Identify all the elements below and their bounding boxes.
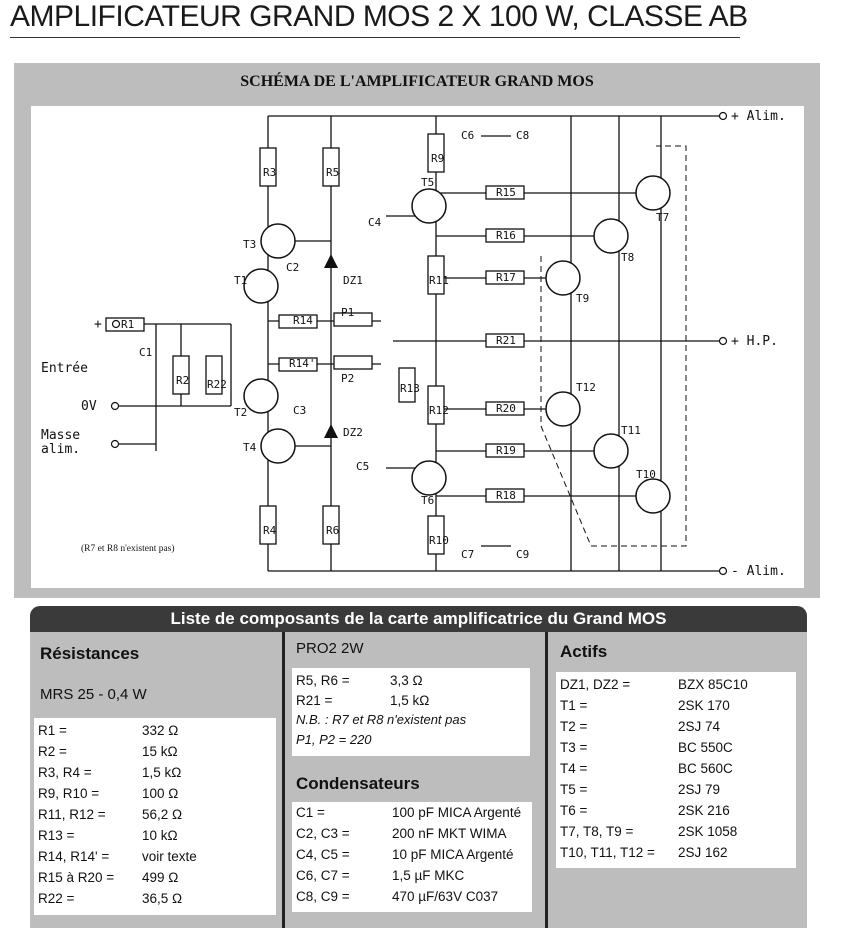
label-r14p: R14' bbox=[289, 357, 316, 370]
label-r11: R11 bbox=[429, 274, 449, 287]
label-p2: P2 bbox=[341, 372, 354, 385]
title-underline bbox=[10, 37, 740, 38]
label-r17: R17 bbox=[496, 271, 516, 284]
label-c5: C5 bbox=[356, 460, 369, 473]
label-r19: R19 bbox=[496, 444, 516, 457]
pro-heading: PRO2 2W bbox=[296, 640, 364, 657]
condensateurs-heading: Condensateurs bbox=[296, 774, 420, 793]
label-t3: T3 bbox=[243, 238, 256, 251]
label-t7: T7 bbox=[656, 211, 669, 224]
heatsink-outline bbox=[540, 145, 687, 547]
schematic-title: SCHÉMA DE L'AMPLIFICATEUR GRAND MOS bbox=[240, 73, 594, 90]
terminals bbox=[110, 111, 728, 576]
label-t8: T8 bbox=[621, 251, 634, 264]
label-r16: R16 bbox=[496, 229, 516, 242]
label-c1: C1 bbox=[139, 346, 152, 359]
label-r13: R13 bbox=[400, 382, 420, 395]
condensateurs-table: C1 =100 pF MICA Argenté C2, C3 =200 nF M… bbox=[292, 802, 532, 912]
label-entree: Entrée bbox=[41, 361, 88, 376]
label-r9: R9 bbox=[431, 152, 444, 165]
label-r20: R20 bbox=[496, 402, 516, 415]
column-divider-1 bbox=[282, 632, 285, 928]
label-r2: R2 bbox=[176, 374, 189, 387]
label-p1: P1 bbox=[341, 306, 354, 319]
label-r10: R10 bbox=[429, 534, 449, 547]
label-alim-minus: - Alim. bbox=[731, 564, 786, 579]
pro-table: R5, R6 =3,3 Ω R21 =1,5 kΩ N.B. : R7 et R… bbox=[292, 668, 530, 756]
page-title: AMPLIFICATEUR GRAND MOS 2 X 100 W, CLASS… bbox=[10, 0, 748, 33]
label-t6: T6 bbox=[421, 494, 434, 507]
resistances-table: R1 =332 Ω R2 =15 kΩ R3, R4 =1,5 kΩ R9, R… bbox=[34, 718, 276, 915]
components-panel: Liste de composants de la carte amplific… bbox=[30, 606, 807, 928]
components-title: Liste de composants de la carte amplific… bbox=[30, 606, 807, 632]
actifs-heading: Actifs bbox=[560, 642, 608, 661]
label-r4: R4 bbox=[263, 524, 277, 537]
label-r1: R1 bbox=[121, 318, 134, 331]
schematic-diagram: + Alim. - Alim. + H.P. + Entrée 0V Masse… bbox=[41, 109, 786, 579]
label-alim-plus: + Alim. bbox=[731, 109, 786, 124]
schematic-note: (R7 et R8 n'existent pas) bbox=[81, 543, 175, 554]
label-c9: C9 bbox=[516, 548, 529, 561]
label-r18: R18 bbox=[496, 489, 516, 502]
transistors bbox=[243, 175, 671, 514]
label-r6: R6 bbox=[326, 524, 339, 537]
wires bbox=[115, 115, 721, 572]
schematic-panel: SCHÉMA DE L'AMPLIFICATEUR GRAND MOS bbox=[14, 63, 820, 598]
label-t12: T12 bbox=[576, 381, 596, 394]
label-c6: C6 bbox=[461, 129, 474, 142]
label-t4: T4 bbox=[243, 441, 257, 454]
label-t2: T2 bbox=[234, 406, 247, 419]
pro-note-2: P1, P2 = 220 bbox=[296, 732, 372, 747]
label-entree-plus: + bbox=[94, 317, 102, 332]
label-t10: T10 bbox=[636, 468, 656, 481]
schematic-labels: + Alim. - Alim. + H.P. + Entrée 0V Masse… bbox=[41, 109, 786, 579]
label-masse: Masse bbox=[41, 428, 80, 443]
label-r12: R12 bbox=[429, 404, 449, 417]
label-r5: R5 bbox=[326, 166, 339, 179]
label-0v: 0V bbox=[81, 399, 97, 414]
column-divider-2 bbox=[545, 632, 548, 928]
label-r22: R22 bbox=[207, 378, 227, 391]
label-r14: R14 bbox=[293, 314, 313, 327]
label-t5: T5 bbox=[421, 176, 434, 189]
pro-note-1: N.B. : R7 et R8 n'existent pas bbox=[296, 712, 467, 727]
label-dz2: DZ2 bbox=[343, 426, 363, 439]
label-c4: C4 bbox=[368, 216, 382, 229]
label-t1: T1 bbox=[234, 274, 247, 287]
actifs-table: DZ1, DZ2 =BZX 85C10 T1 =2SK 170 T2 =2SJ … bbox=[556, 672, 796, 868]
label-c8: C8 bbox=[516, 129, 529, 142]
label-r15: R15 bbox=[496, 186, 516, 199]
label-alim: alim. bbox=[41, 442, 80, 457]
label-r21: R21 bbox=[496, 334, 516, 347]
zener-diodes bbox=[324, 254, 338, 438]
label-hp: + H.P. bbox=[731, 334, 778, 349]
label-r3: R3 bbox=[263, 166, 276, 179]
label-t9: T9 bbox=[576, 292, 589, 305]
label-c7: C7 bbox=[461, 548, 474, 561]
label-t11: T11 bbox=[621, 424, 641, 437]
resistances-heading: Résistances bbox=[40, 644, 140, 663]
schematic-canvas: + Alim. - Alim. + H.P. + Entrée 0V Masse… bbox=[31, 106, 804, 588]
resistors bbox=[105, 133, 525, 555]
label-dz1: DZ1 bbox=[343, 274, 363, 287]
label-c2: C2 bbox=[286, 261, 299, 274]
label-c3: C3 bbox=[293, 404, 306, 417]
resistances-subheading: MRS 25 - 0,4 W bbox=[40, 686, 147, 703]
